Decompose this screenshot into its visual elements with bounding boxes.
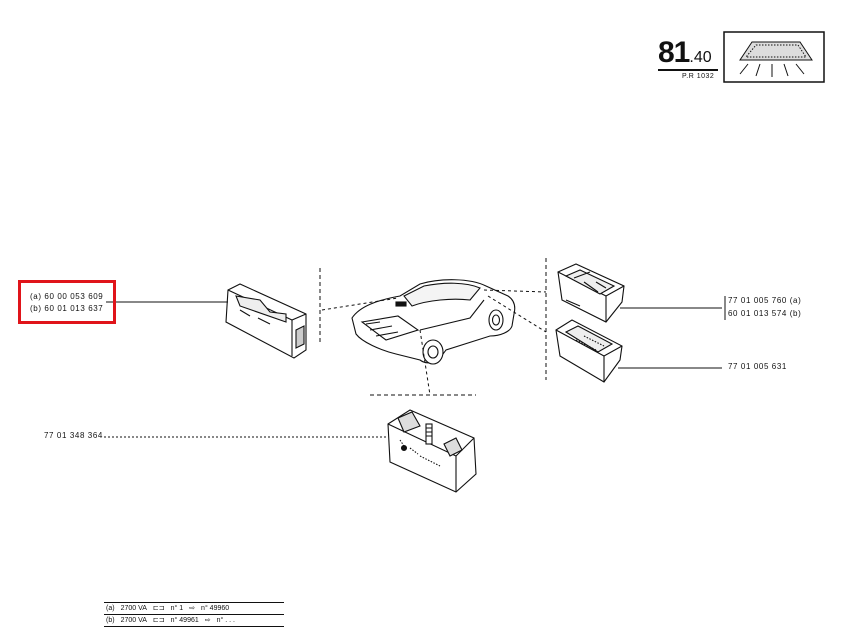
serial-to: n° . . . xyxy=(216,617,235,624)
part-number-b-left: (b) 60 01 013 637 xyxy=(30,304,104,313)
section-dividers xyxy=(319,258,547,396)
variant-label: (b) xyxy=(106,617,115,624)
right-lower-part xyxy=(555,319,623,383)
callout-lines xyxy=(104,296,726,438)
part-number-a-left: (a) 60 00 053 609 xyxy=(30,292,104,301)
right-upper-part xyxy=(557,263,625,323)
car-leader-lines xyxy=(321,289,547,396)
highlight-box xyxy=(18,280,116,324)
arrow-right-icon: ⇨ xyxy=(204,617,211,624)
applicability-table: (a) 2700 VA ⊏⊐ n° 1 ⇨ n° 49960 (b) 2700 … xyxy=(104,602,284,627)
arrow-right-icon: ⇨ xyxy=(189,605,196,612)
page-number-underline xyxy=(658,69,718,71)
model-label: 2700 VA xyxy=(120,605,147,612)
chassis-icon: ⊏⊐ xyxy=(152,605,165,612)
chassis-icon: ⊏⊐ xyxy=(152,617,165,624)
part-number-b-right-upper: 60 01 013 574 (b) xyxy=(728,309,802,318)
applicability-row-a: (a) 2700 VA ⊏⊐ n° 1 ⇨ n° 49960 xyxy=(104,602,284,615)
part-number-right-lower: 77 01 005 631 xyxy=(728,362,787,371)
page-number: 81.40 xyxy=(658,36,712,69)
applicability-row-b: (b) 2700 VA ⊏⊐ n° 49961 ⇨ n° . . . xyxy=(104,615,284,627)
ceiling-lamp-icon xyxy=(723,31,825,83)
car-illustration xyxy=(351,279,516,365)
variant-label: (a) xyxy=(106,605,115,612)
serial-to: n° 49960 xyxy=(201,605,230,612)
bottom-switch-part xyxy=(387,409,477,493)
page-reference: P.R 1032 xyxy=(682,73,715,80)
model-label: 2700 VA xyxy=(120,617,147,624)
serial-from: n° 49961 xyxy=(170,617,199,624)
left-lamp-part xyxy=(225,283,307,359)
part-number-bottom: 77 01 348 364 xyxy=(44,431,103,440)
serial-from: n° 1 xyxy=(170,605,184,612)
part-number-a-right-upper: 77 01 005 760 (a) xyxy=(728,296,802,305)
